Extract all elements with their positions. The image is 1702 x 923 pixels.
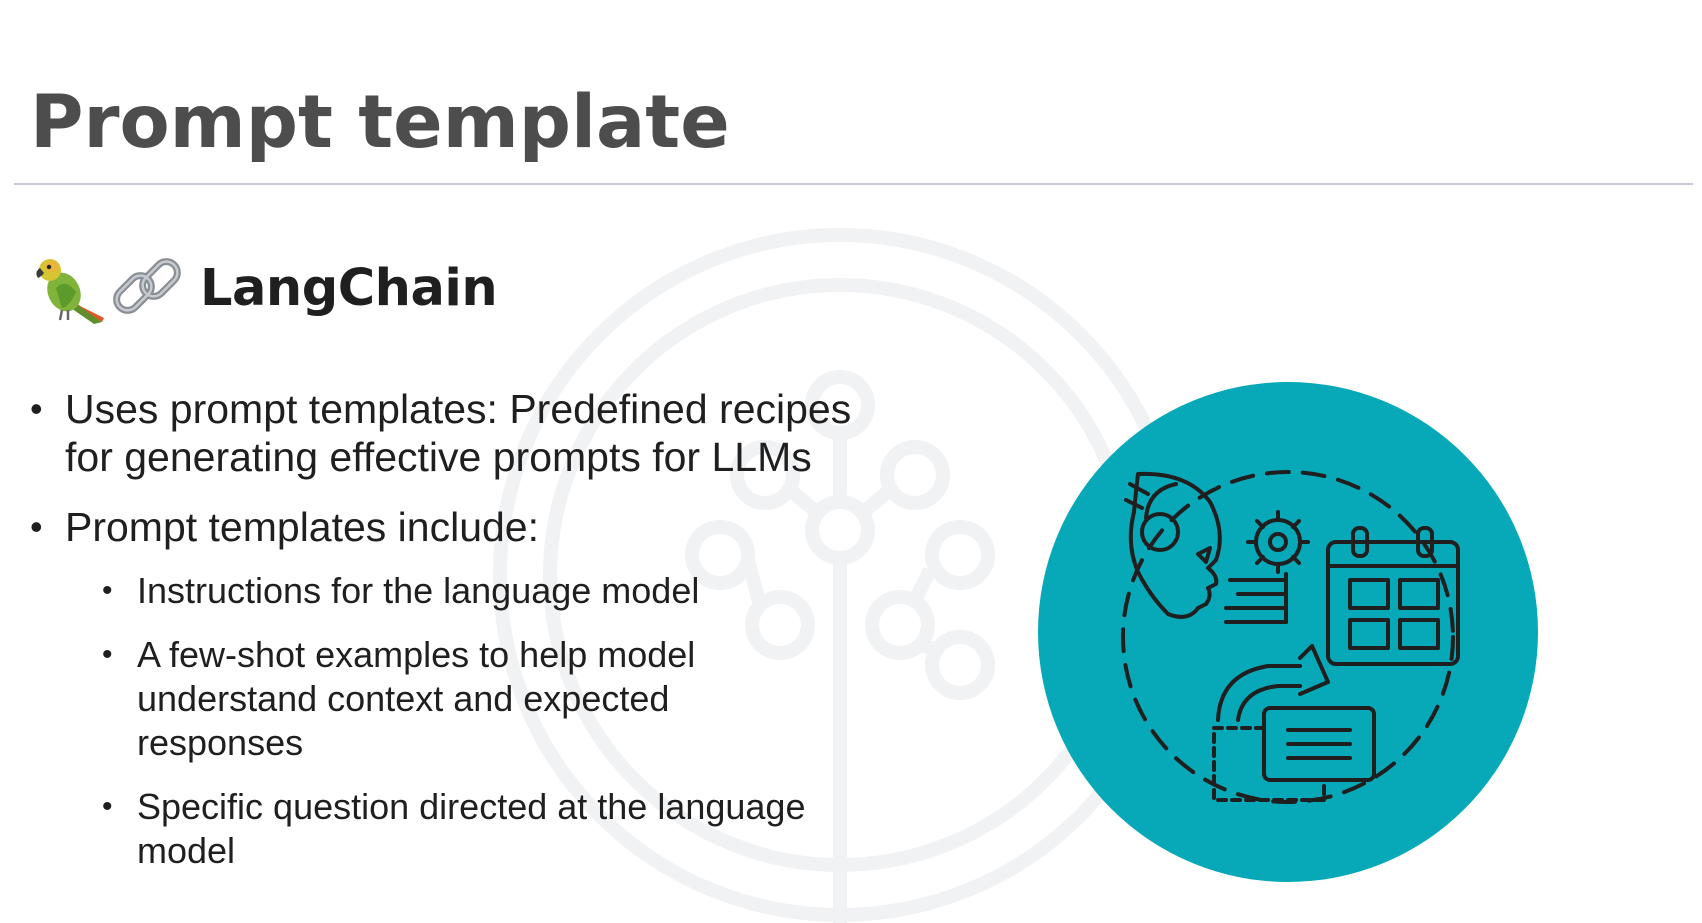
list-item: • Uses prompt templates: Predefined reci… [24, 385, 904, 481]
bullet-dot: • [102, 638, 113, 671]
bullet-dot: • [102, 574, 113, 607]
sub-item-text: Specific question directed at the langua… [137, 786, 806, 871]
sub-list-item: • Specific question directed at the lang… [96, 785, 837, 873]
page-title: Prompt template [30, 80, 730, 165]
langchain-logo: LangChain [32, 248, 498, 328]
bullet-dot: • [30, 388, 43, 429]
bullet-dot: • [102, 790, 113, 823]
bullet-list: • Uses prompt templates: Predefined reci… [24, 385, 904, 893]
list-item: • Prompt templates include: [24, 503, 904, 551]
sub-list: • Instructions for the language model • … [96, 569, 904, 873]
chain-link-icon [108, 248, 188, 328]
ai-robot-calendar-document-icon [1038, 382, 1538, 882]
brand-name: LangChain [200, 258, 498, 318]
illustration-circle [1038, 382, 1538, 882]
bullet-dot: • [30, 506, 43, 547]
bullet-text: Prompt templates include: [65, 504, 540, 550]
sub-list-item: • Instructions for the language model [96, 569, 837, 613]
title-divider [14, 183, 1693, 185]
sub-item-text: A few-shot examples to help model unders… [137, 634, 696, 763]
sub-item-text: Instructions for the language model [137, 570, 700, 611]
sub-list-item: • A few-shot examples to help model unde… [96, 633, 837, 765]
bullet-text: Uses prompt templates: Predefined recipe… [65, 386, 852, 480]
parrot-icon [32, 248, 108, 328]
